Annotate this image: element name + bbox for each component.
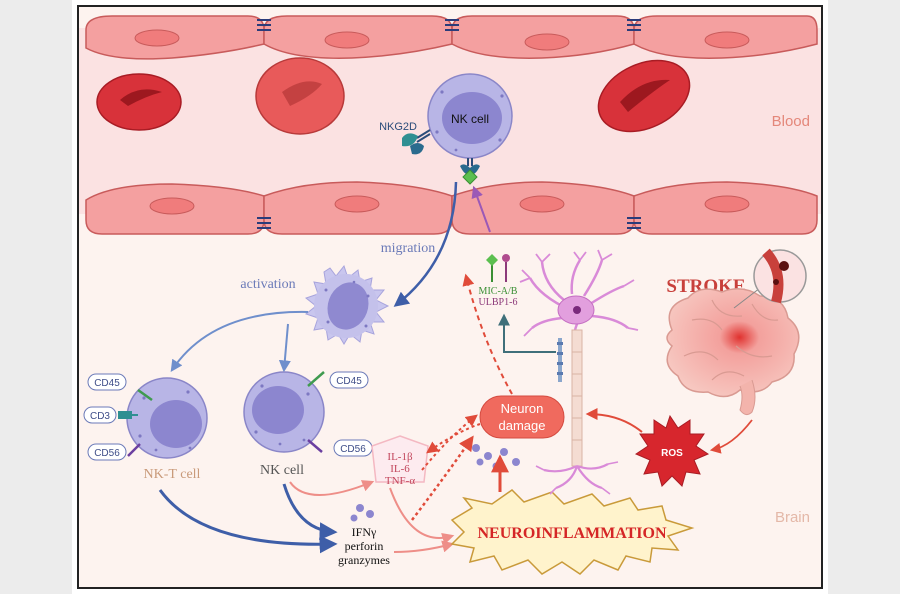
red-blood-cell-icon (255, 57, 345, 135)
cd45-tag-nkt: CD45 (87, 373, 127, 391)
ifng-to-damage-arrow (411, 435, 474, 521)
migration-label: migration (381, 241, 435, 256)
cd56-tag-nk: CD56 (333, 439, 373, 457)
brain-to-ros-arrow (709, 419, 753, 454)
ros-burst-icon (634, 414, 710, 487)
nk-cell-brain-label: NK cell (260, 463, 304, 478)
ifng-to-inflammation-arrow (393, 540, 455, 553)
neuron-icon (519, 249, 639, 495)
neuron-to-ligand-arrow (498, 313, 556, 353)
chemokine-dots (472, 444, 520, 470)
ros-label: ROS (661, 448, 683, 459)
cd56-tag-nkt: CD56 (87, 443, 127, 461)
ifng-dots (350, 504, 374, 522)
nk-to-cytokines-arrow (282, 483, 338, 541)
activated-nk-cell (304, 264, 390, 345)
brain-icon (666, 288, 800, 416)
svg-text:CD45: CD45 (94, 378, 120, 389)
nk-to-interleukins-arrow (289, 480, 375, 496)
neuroinflammation-burst-icon (450, 489, 695, 575)
pathway-figure: Blood NK cell NKG2D migration activ (72, 0, 828, 594)
endothelial-bottom (85, 181, 818, 235)
svg-text:CD45: CD45 (336, 376, 362, 387)
granzymes-label: granzymes (338, 553, 390, 567)
nkt-cell (118, 377, 208, 459)
ulbp-label: ULBP1-6 (479, 297, 518, 308)
damage-to-migration-arrow (462, 273, 513, 395)
nkg2d-label: NKG2D (379, 121, 417, 133)
svg-text:CD56: CD56 (94, 448, 120, 459)
neuron-damage-label-1: Neuron (501, 401, 544, 416)
receptor-icon (402, 129, 431, 155)
diagram-canvas: Blood NK cell NKG2D migration activ (77, 5, 823, 589)
red-blood-cell-icon (96, 73, 182, 131)
activation-arrow-nkt (170, 310, 309, 372)
nk-cell-blood-label: NK cell (451, 112, 489, 126)
tnfa-label: TNF-α (385, 475, 415, 487)
blood-label: Blood (772, 113, 810, 130)
neuron-damage-badge (479, 395, 565, 439)
activation-label: activation (240, 277, 295, 292)
receptor-ligand-icon (460, 158, 480, 185)
brain-label: Brain (775, 509, 810, 526)
svg-text:CD3: CD3 (90, 411, 110, 422)
il6-label: IL-6 (390, 463, 410, 475)
cd45-tag-nk: CD45 (329, 371, 369, 389)
mic-label: MIC-A/B (479, 286, 518, 297)
perforin-label: perforin (345, 539, 384, 553)
neuron-damage-label-2: damage (499, 418, 546, 433)
blood-vessel: Blood (79, 15, 821, 235)
nkt-to-cytokines-arrow (158, 489, 338, 554)
ligand-binding-arrow (471, 185, 491, 233)
artery-zoom-icon (733, 248, 807, 309)
cytokine-badge (371, 435, 429, 483)
activation-arrow-nk (278, 323, 291, 373)
nkt-cell-label: NK-T cell (144, 467, 201, 482)
neuroinflammation-label: NEUROINFLAMMATION (477, 525, 666, 542)
migration-arrow (393, 181, 458, 307)
il1b-label: IL-1β (387, 451, 413, 463)
receptor-stack-icon (557, 338, 563, 382)
ligand-pins-icon (486, 254, 510, 282)
svg-text:CD56: CD56 (340, 444, 366, 455)
red-blood-cell-icon (597, 59, 691, 133)
endothelial-top (85, 15, 818, 60)
cytokines-to-damage-arrow (421, 414, 478, 471)
nk-cell-brain (243, 371, 325, 453)
cytokines-to-inflammation-arrow (389, 487, 455, 545)
ifng-label: IFNγ (352, 525, 377, 539)
ros-to-neuron-arrow (585, 408, 643, 433)
nk-cell-blood: NK cell (427, 73, 513, 159)
cd3-tag-nkt: CD3 (83, 406, 117, 424)
